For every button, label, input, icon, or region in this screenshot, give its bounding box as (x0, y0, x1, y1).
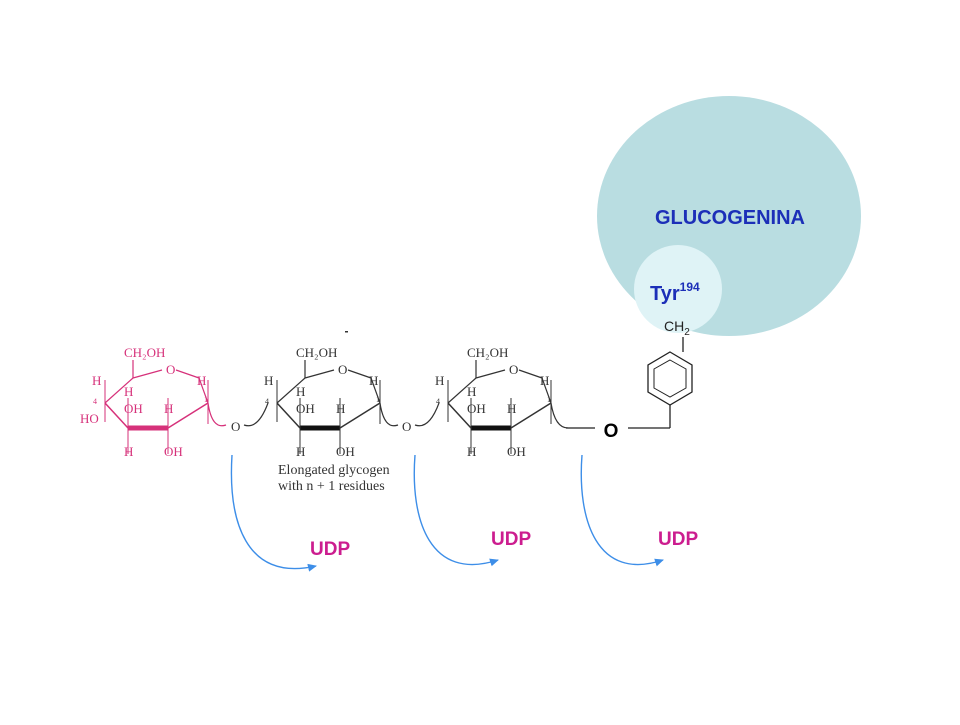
ho-label: HO (80, 411, 99, 426)
c1-label: 1 (547, 395, 551, 404)
h-label: H (197, 373, 206, 388)
tyr-residue-name: Tyr (650, 283, 680, 305)
ch2oh-label: CH₂OH (124, 345, 165, 360)
ring-oxygen-label: O (338, 362, 347, 377)
c1-label: 1 (204, 395, 208, 404)
h-label: H (92, 373, 101, 388)
ring-oxygen-label: O (509, 362, 518, 377)
udp-label: UDP (658, 529, 698, 550)
h-label: H (467, 444, 476, 459)
ch2-label: CH2 (664, 318, 690, 338)
h-label: H (435, 373, 444, 388)
bridge-oxygen-label: O (231, 419, 240, 434)
ch2-text: CH (664, 318, 684, 334)
ch2oh-label: CH₂OH (296, 345, 337, 360)
terminal-bond (550, 402, 569, 429)
h-label: H (124, 384, 133, 399)
alpha14-bond (243, 402, 269, 427)
tyr194-circle (634, 245, 722, 333)
tyrosine-ring-inner (653, 359, 687, 398)
c4-label: 4 (93, 397, 97, 406)
c4-label: 4 (436, 397, 440, 406)
udp-release-arrow (580, 454, 664, 567)
h-label: H (540, 373, 549, 388)
bridge-oxygen-label: O (402, 419, 411, 434)
glycogen-caption-line1: Elongated glycogen (278, 463, 390, 478)
glycosidic-oxygen-label: O (604, 421, 619, 442)
glucose-residue-2: CH₂OH O H H H OH H H OH 4 1 (264, 345, 381, 459)
h-label: H (124, 444, 133, 459)
udp-label: UDP (491, 529, 531, 550)
udp-label: UDP (310, 539, 350, 560)
h-label: H (507, 401, 516, 416)
alpha14-bond-pink (207, 402, 227, 427)
glucose-residue-3: CH₂OH O H H H OH H H OH 4 1 (435, 345, 552, 459)
oh-label: OH (507, 444, 526, 459)
tyr-residue-number: 194 (680, 280, 700, 294)
udp-release-arrow (230, 454, 317, 572)
c4-label: 4 (265, 397, 269, 406)
ring-oxygen-label: O (166, 362, 175, 377)
glycogen-caption-line2: with n + 1 residues (278, 479, 385, 494)
h-label: H (264, 373, 273, 388)
udp-release-arrow (413, 454, 499, 567)
new-glucose-residue: CH₂OH O H H H OH H HO H OH 4 1 (80, 345, 209, 459)
oh-label: OH (124, 401, 143, 416)
oh-label: OH (336, 444, 355, 459)
ch2oh-label: CH₂OH (467, 345, 508, 360)
stray-dot (345, 331, 348, 333)
tyr194-label: Tyr194 (650, 280, 700, 305)
h-label: H (296, 384, 305, 399)
c1-label: 1 (376, 395, 380, 404)
h-label: H (369, 373, 378, 388)
h-label: H (164, 401, 173, 416)
h-label: H (467, 384, 476, 399)
ch2-subscript: 2 (684, 327, 690, 338)
h-label: H (336, 401, 345, 416)
alpha14-bond (414, 402, 440, 427)
h-label: H (296, 444, 305, 459)
alpha14-bond (379, 402, 399, 427)
glucogenin-label: GLUCOGENINA (655, 207, 805, 229)
oh-label: OH (467, 401, 486, 416)
oh-label: OH (296, 401, 315, 416)
oh-label: OH (164, 444, 183, 459)
